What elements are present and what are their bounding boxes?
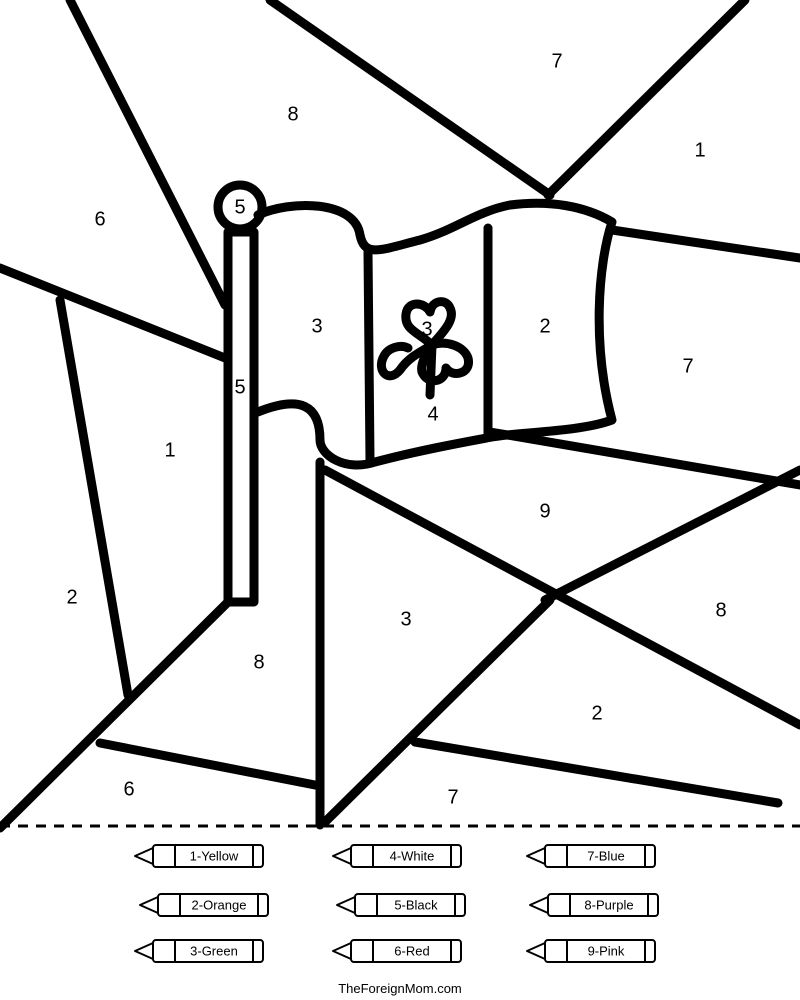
region-number: 2 [591,702,602,724]
crayon-label: 4-White [390,848,435,863]
line-right-diagonal-up [540,465,800,605]
crayon-body-icon [152,939,264,963]
flag [253,198,617,470]
line-right-middle [485,427,800,490]
crayon-body-icon [152,844,264,868]
line-left-vertical [55,295,133,700]
crayon-tip-icon [134,942,154,960]
line-right-upper [607,225,800,263]
crayon-9: 9-Pink [526,939,656,963]
region-lines [0,0,800,833]
crayon-tip-icon [332,942,352,960]
crayon-tip-icon [139,896,159,914]
line-top-left-diagonal [65,0,230,310]
crayon-label: 2-Orange [192,897,247,912]
crayon-legend: 1-Yellow 2-Orange 3-Green 4-White [134,844,659,963]
line-top-center-diagonal [265,0,555,200]
pole-finial [213,180,267,234]
region-number: 7 [682,355,693,377]
line-center-diagonal-down [320,465,800,730]
region-number: 8 [287,103,298,125]
crayon-8: 8-Purple [529,893,659,917]
line-bottom-triangle-edge [320,595,555,827]
crayon-tip-icon [336,896,356,914]
region-number: 5 [234,376,245,398]
flag-pole [213,180,267,607]
crayon-label: 1-Yellow [190,848,239,863]
line-bottom-right [410,737,783,808]
crayon-label: 3-Green [190,943,238,958]
flag-outline [253,198,617,470]
region-number: 3 [421,318,432,340]
site-footer: TheForeignMom.com [338,981,462,996]
crayon-tip-icon [529,896,549,914]
crayon-6: 6-Red [332,939,462,963]
crayon-label: 7-Blue [587,848,625,863]
region-number: 3 [311,315,322,337]
line-bottom-left-diagonal [0,597,233,833]
region-number: 9 [539,500,550,522]
crayon-body-icon [350,844,462,868]
crayon-body-icon [354,893,466,917]
region-number: 1 [694,139,705,161]
region-number: 2 [539,315,550,337]
crayon-1: 1-Yellow [134,844,264,868]
crayon-3: 3-Green [134,939,264,963]
line-left-horizontal [0,263,230,363]
crayon-tip-icon [526,942,546,960]
region-number: 7 [447,786,458,808]
crayon-label: 9-Pink [588,943,625,958]
region-numbers: 7 8 1 6 5 3 3 2 7 5 4 1 9 2 8 3 8 2 6 7 [66,50,726,808]
region-number: 4 [427,403,438,425]
shamrock-icon [376,297,473,400]
crayon-label: 6-Red [394,943,429,958]
region-number: 3 [400,608,411,630]
crayon-body-icon [544,939,656,963]
region-number: 5 [234,196,245,218]
crayon-5: 5-Black [336,893,466,917]
line-bottom-left-horizontal [95,738,320,790]
crayon-tip-icon [134,847,154,865]
region-number: 8 [715,599,726,621]
line-top-right-diagonal [543,0,750,200]
region-number: 6 [123,778,134,800]
crayon-tip-icon [332,847,352,865]
crayon-label: 8-Purple [584,897,633,912]
region-number: 7 [551,50,562,72]
region-number: 2 [66,586,77,608]
crayon-2: 2-Orange [139,893,269,917]
crayon-7: 7-Blue [526,844,656,868]
crayon-body-icon [544,844,656,868]
region-number: 6 [94,208,105,230]
pole-shaft [223,227,259,607]
region-number: 8 [253,651,264,673]
flag-stripe-left [363,247,375,465]
crayon-body-icon [547,893,659,917]
crayon-label: 5-Black [394,897,438,912]
crayon-tip-icon [526,847,546,865]
crayon-4: 4-White [332,844,462,868]
crayon-body-icon [157,893,269,917]
crayon-body-icon [350,939,462,963]
region-number: 1 [164,439,175,461]
